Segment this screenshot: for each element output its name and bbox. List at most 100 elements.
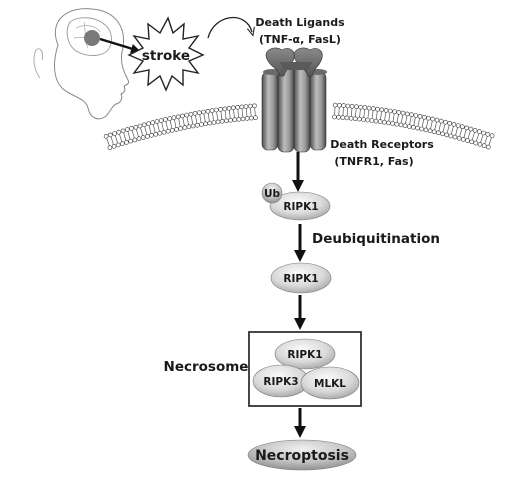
lipid-head: [253, 115, 258, 120]
lipid-head: [192, 111, 198, 116]
lipid-head: [180, 113, 185, 119]
lipid-tail: [392, 113, 395, 122]
lipid-head: [430, 116, 436, 122]
lipid-head: [469, 139, 475, 145]
lipid-head: [345, 103, 351, 109]
lipid-head: [436, 130, 441, 136]
lipid-tail: [157, 123, 160, 132]
lipid-tail: [405, 115, 408, 124]
lipid-head: [477, 142, 483, 147]
lipid-tail: [178, 118, 181, 127]
brain-head-icon: [33, 8, 129, 120]
lipid-tail: [367, 110, 370, 119]
necrosome-ripk1-label: RIPK1: [287, 349, 322, 361]
lipid-tail: [207, 113, 210, 122]
lipid-head: [348, 116, 354, 121]
lipid-head: [184, 112, 189, 118]
lipid-head: [231, 105, 236, 111]
lipid-head: [120, 128, 126, 134]
lipid-head: [371, 106, 376, 111]
lipid-head: [228, 117, 233, 123]
lipid-head: [235, 105, 240, 110]
lipid-tail: [480, 134, 484, 143]
lipid-tail: [165, 121, 169, 130]
lipid-head: [146, 121, 151, 126]
lipid-tail: [186, 116, 189, 125]
lipid-head: [209, 108, 215, 113]
lipid-head: [188, 111, 194, 117]
necroptosis-label: Necroptosis: [255, 448, 349, 464]
lipid-head: [157, 130, 163, 136]
lipid-tail: [106, 138, 110, 146]
lipid-tail: [342, 107, 344, 116]
lipid-tail: [182, 117, 185, 126]
lipid-head: [460, 124, 465, 129]
lipid-head: [455, 123, 461, 128]
lipid-tail: [409, 116, 412, 125]
lipid-head: [252, 103, 257, 109]
lipid-head: [149, 133, 154, 138]
lipid-tail: [237, 109, 239, 118]
lipid-head: [354, 104, 359, 109]
lipid-head: [219, 119, 225, 124]
lipid-tail: [459, 128, 463, 137]
lipid-head: [409, 112, 414, 117]
lipid-head: [362, 105, 368, 110]
lipid-head: [207, 120, 212, 126]
lipid-tail: [467, 130, 471, 139]
lipid-head: [128, 138, 133, 144]
lipid-head: [336, 115, 341, 120]
lipid-head: [203, 121, 208, 127]
lipid-tail: [430, 121, 433, 129]
lipid-head: [167, 116, 172, 121]
lipid-head: [427, 128, 433, 134]
lipid-head: [175, 114, 181, 120]
lipid-head: [178, 126, 183, 131]
lipid-head: [136, 136, 142, 141]
lipid-head: [170, 128, 175, 133]
lipid-head: [438, 118, 444, 124]
lipid-tail: [203, 113, 206, 122]
lipid-tail: [169, 120, 173, 129]
lipid-tail: [359, 109, 361, 118]
lipid-tail: [228, 110, 231, 119]
ubiquitin-tag: [261, 182, 283, 204]
brain-to-stroke-arrow: [99, 37, 141, 54]
lipid-head: [129, 126, 134, 131]
lipid-head: [199, 122, 204, 127]
lipid-head: [132, 137, 138, 143]
lipid-head: [239, 104, 245, 110]
stroke-label: stroke: [142, 48, 190, 64]
lipid-head: [464, 125, 470, 131]
lipid-head: [107, 145, 113, 150]
lipid-head: [145, 134, 150, 139]
necroptosis-node: Necroptosis: [247, 439, 357, 471]
lipid-tail: [463, 129, 467, 138]
lipid-head: [201, 109, 206, 115]
lipid-head: [222, 106, 228, 112]
lipid-tail: [355, 108, 357, 117]
lipid-head: [392, 109, 397, 114]
lipid-tail: [245, 108, 248, 117]
lipid-head: [224, 118, 229, 124]
lipid-tail: [241, 108, 244, 117]
lipid-head: [111, 144, 117, 149]
lipid-head: [103, 134, 109, 139]
lipid-head: [116, 129, 122, 135]
lipid-head: [440, 131, 445, 137]
curved-arrow-icon: [207, 16, 252, 39]
lipid-head: [358, 104, 363, 110]
lipid-tail: [363, 109, 365, 118]
lipid-tail: [119, 133, 123, 142]
lipid-head: [431, 129, 437, 135]
stroke-burst-icon: stroke: [127, 16, 205, 92]
lipid-head: [153, 132, 158, 137]
lipid-head: [411, 125, 416, 130]
death-ligands-title: Death Ligands: [255, 16, 345, 29]
lipid-head: [413, 113, 419, 118]
lipid-head: [211, 120, 217, 125]
lipid-tail: [350, 108, 353, 117]
lipid-tail: [417, 118, 420, 127]
lipid-head: [337, 103, 342, 108]
lipid-head: [451, 122, 457, 127]
